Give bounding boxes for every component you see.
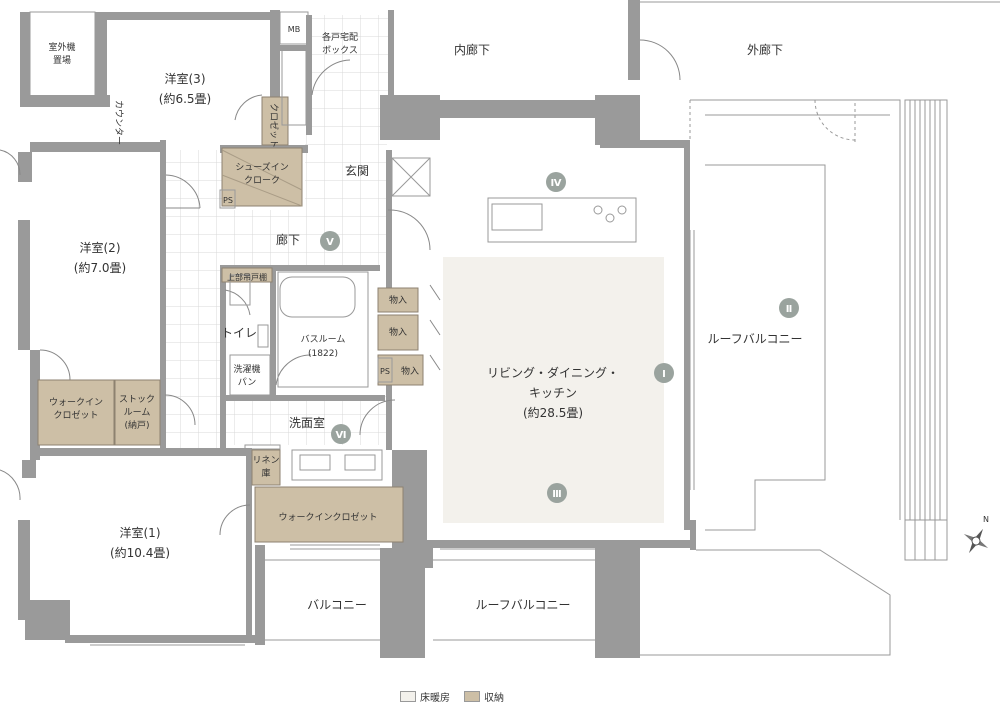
washroom-floor xyxy=(225,395,390,445)
stock-label-3: (納戸) xyxy=(124,419,149,431)
outdoor-unit-label-2: 置場 xyxy=(53,54,71,66)
badge-2: Ⅱ xyxy=(779,298,799,318)
legend-heated-swatch xyxy=(400,690,416,702)
hallway-floor-upper xyxy=(160,150,222,220)
laundry-pan-label-2: パン xyxy=(238,377,256,388)
storage-areas xyxy=(37,11,424,543)
svg-text:Ⅴ: Ⅴ xyxy=(326,237,334,248)
ps-label-2: PS xyxy=(380,367,390,376)
bathroom-label: バスルーム xyxy=(301,334,346,345)
compass-north-label: N xyxy=(983,515,989,524)
walls xyxy=(18,0,696,658)
toilet-label: トイレ xyxy=(221,326,257,340)
walkin1-label-2: クロゼット xyxy=(53,409,98,421)
badge-1: Ⅰ xyxy=(654,363,674,383)
svg-text:Ⅵ: Ⅵ xyxy=(336,430,347,441)
outer-corridor-label: 外廊下 xyxy=(747,42,783,57)
shoe-closet-label-2: クローク xyxy=(244,175,280,186)
walkin2-label: ウォークインクロゼット xyxy=(278,511,377,523)
delivery-box-label-2: ボックス xyxy=(322,45,358,56)
ldk-size: (約28.5畳) xyxy=(523,405,583,420)
closet-label: クロゼット xyxy=(268,103,280,148)
inner-corridor-label: 内廊下 xyxy=(454,42,490,57)
bedroom1-size: (約10.4畳) xyxy=(110,545,170,560)
stock-label-2: ルーム xyxy=(124,407,151,418)
outdoor-unit-label-1: 室外機 xyxy=(48,41,75,53)
legend: 床暖房 収納 xyxy=(400,688,504,704)
bedroom1-label: 洋室(1) xyxy=(120,525,161,540)
entrance-label: 玄関 xyxy=(345,163,369,178)
shoe-closet-label-1: シューズイン xyxy=(235,161,289,173)
upper-cabinet-label: 上部吊戸棚 xyxy=(227,272,267,282)
delivery-floor xyxy=(310,15,388,135)
svg-text:Ⅱ: Ⅱ xyxy=(786,304,793,315)
linen-label-1: リネン xyxy=(252,455,279,466)
ldk-label-2: キッチン xyxy=(529,386,577,400)
legend-heated-label: 床暖房 xyxy=(420,692,450,704)
legend-storage: 収納 xyxy=(464,689,504,704)
svg-text:Ⅳ: Ⅳ xyxy=(551,178,562,189)
legend-heated: 床暖房 xyxy=(400,689,450,704)
storage-label-2: 物入 xyxy=(389,326,407,338)
hallway-label: 廊下 xyxy=(276,232,300,247)
washroom-label: 洗面室 xyxy=(289,415,325,430)
badge-6: Ⅵ xyxy=(331,424,351,444)
svg-text:Ⅰ: Ⅰ xyxy=(662,369,666,380)
roof-balcony-label-east: ルーフバルコニー xyxy=(707,332,802,346)
bedroom3-label: 洋室(3) xyxy=(165,71,206,86)
svg-text:Ⅲ: Ⅲ xyxy=(552,489,561,500)
laundry-pan-label-1: 洗濯機 xyxy=(233,363,260,375)
delivery-box-label-1: 各戸宅配 xyxy=(322,31,358,43)
area-badges: Ⅰ Ⅱ Ⅲ Ⅳ Ⅴ Ⅵ xyxy=(320,172,799,503)
floor-heating-area xyxy=(443,257,664,523)
counter-label: カウンター xyxy=(113,100,124,145)
hallway-floor-west xyxy=(160,270,220,450)
room-labels: 室外機 置場 洋室(3) (約6.5畳) カウンター 洋室(2) (約7.0畳)… xyxy=(48,25,802,612)
legend-storage-swatch xyxy=(464,690,480,702)
compass-icon xyxy=(963,528,989,554)
doors xyxy=(0,39,695,646)
linen-label-2: 庫 xyxy=(261,467,270,479)
badge-4: Ⅳ xyxy=(546,172,566,192)
roof-balcony-label-south: ルーフバルコニー xyxy=(475,598,570,612)
legend-storage-label: 収納 xyxy=(484,692,504,704)
outlines xyxy=(29,1,1000,656)
bathroom-size: (1822) xyxy=(308,349,338,359)
storage-label-1: 物入 xyxy=(389,294,407,306)
balcony-label: バルコニー xyxy=(307,598,367,612)
entrance-floor xyxy=(305,135,387,210)
stock-label-1: ストック xyxy=(119,394,155,405)
bedroom3-size: (約6.5畳) xyxy=(159,91,211,106)
bedroom2-size: (約7.0畳) xyxy=(74,260,126,275)
walkin1-label-1: ウォークイン xyxy=(49,397,103,408)
ldk-label-1: リビング・ダイニング・ xyxy=(487,365,619,380)
badge-5: Ⅴ xyxy=(320,231,340,251)
fixtures xyxy=(229,157,637,481)
badge-3: Ⅲ xyxy=(547,483,567,503)
ps-label-1: PS xyxy=(223,196,233,205)
bedroom2-label: 洋室(2) xyxy=(80,240,121,255)
mb-label: MB xyxy=(288,25,300,34)
storage-label-3: 物入 xyxy=(401,365,419,377)
